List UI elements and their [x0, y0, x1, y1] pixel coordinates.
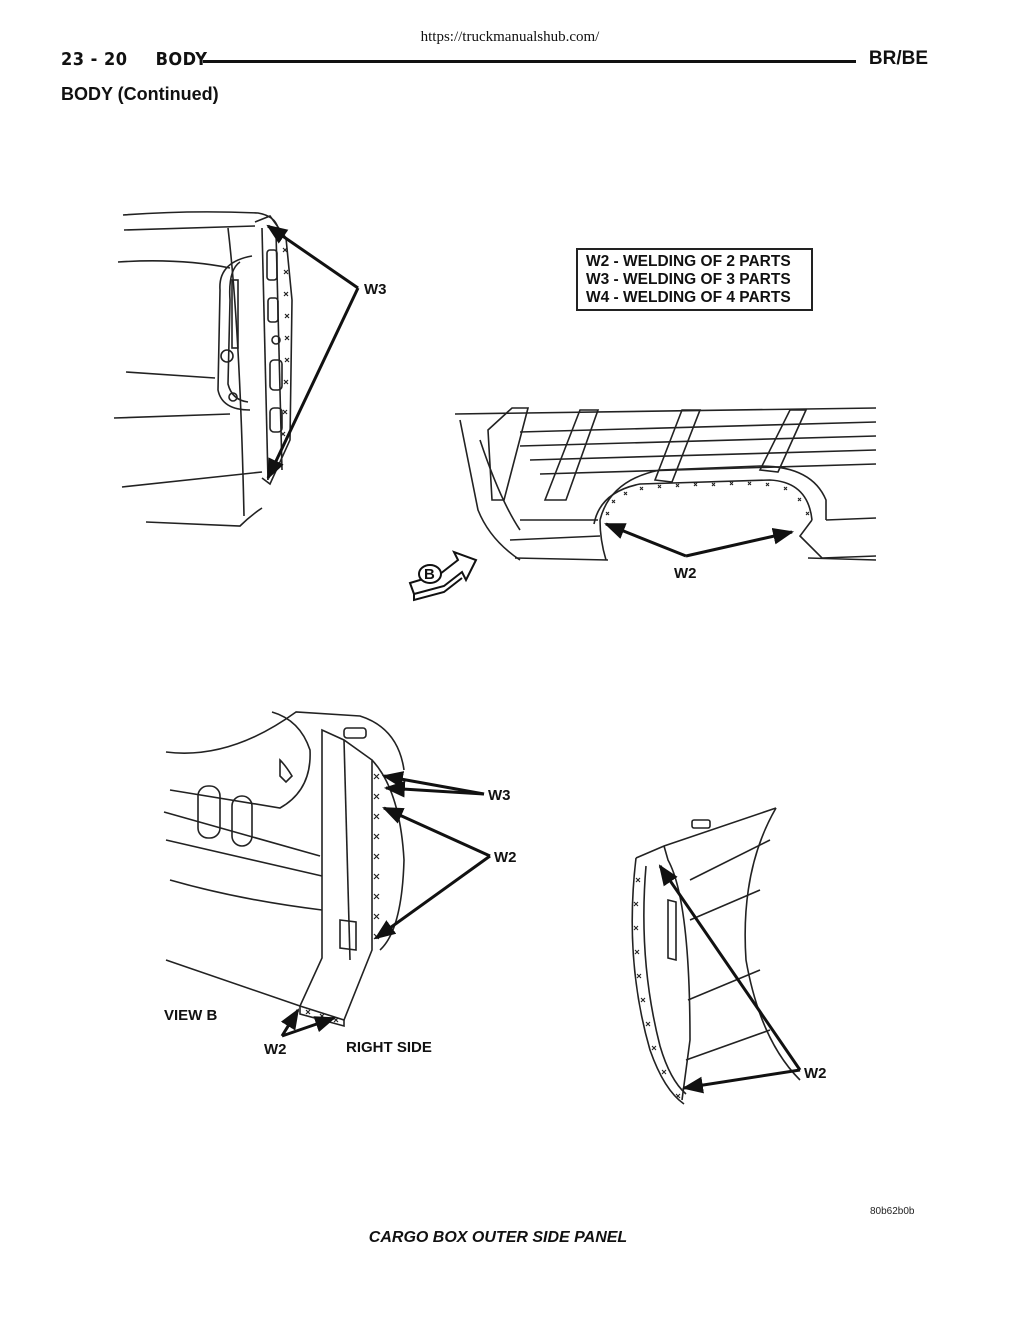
view-b-drawing — [163, 711, 405, 1028]
label-w2-middle: W2 — [674, 565, 697, 582]
legend-line-w3: W3 - WELDING OF 3 PARTS — [586, 271, 791, 288]
label-w2-right-side: W2 — [804, 1065, 827, 1082]
w3-leader-upper — [266, 224, 359, 290]
label-view-b: VIEW B — [164, 1007, 218, 1024]
wheel-well-weld-dots — [605, 481, 810, 516]
figure-caption: CARGO BOX OUTER SIDE PANEL — [368, 1229, 628, 1246]
top-left-weld-marks — [280, 247, 290, 437]
page-reference: 23 - 20 — [61, 49, 128, 70]
section-name: BODY — [155, 49, 208, 70]
cargo-box-side-drawing — [454, 407, 877, 561]
view-b-weld-marks — [305, 773, 380, 1023]
page-header-left: 23 - 20 BODY — [61, 49, 208, 70]
br-w2-leader-a — [658, 864, 802, 1071]
legend-line-w4: W4 - WELDING OF 4 PARTS — [586, 289, 791, 306]
bl-w3-leader-a — [381, 771, 485, 796]
subheading: BODY (Continued) — [61, 84, 219, 104]
view-b-arrow: B — [408, 550, 478, 602]
bl-w2-leader-b — [374, 854, 491, 940]
model-code: BR/BE — [868, 48, 928, 69]
bl-bottom-w2-leader-b — [281, 1016, 336, 1038]
label-w2-bottom-left: W2 — [264, 1041, 287, 1058]
w2-leader-left — [604, 522, 687, 558]
label-w3-top: W3 — [364, 281, 387, 298]
label-right-side: RIGHT SIDE — [346, 1039, 432, 1056]
right-side-weld-marks — [633, 877, 681, 1099]
weld-legend-box: W2 - WELDING OF 2 PARTS W3 - WELDING OF … — [576, 248, 813, 311]
figure-id: 80b62b0b — [870, 1206, 915, 1217]
label-w2-view-b: W2 — [494, 849, 517, 866]
bl-w2-leader-a — [382, 806, 491, 858]
bl-bottom-w2-leader-a — [280, 1008, 300, 1037]
legend-line-w2: W2 - WELDING OF 2 PARTS — [586, 253, 791, 270]
label-w3-view-b: W3 — [488, 787, 511, 804]
w3-leader-lower — [266, 287, 360, 480]
right-side-panel-drawing — [631, 807, 801, 1105]
header-rule — [203, 60, 856, 63]
source-url: https://truckmanualshub.com/ — [420, 29, 600, 45]
w2-leader-right — [685, 527, 795, 558]
bl-w3-leader-b — [383, 780, 485, 798]
label-view-marker: B — [424, 566, 435, 583]
br-w2-leader-b — [681, 1068, 801, 1094]
top-left-pillar-drawing — [113, 211, 293, 527]
